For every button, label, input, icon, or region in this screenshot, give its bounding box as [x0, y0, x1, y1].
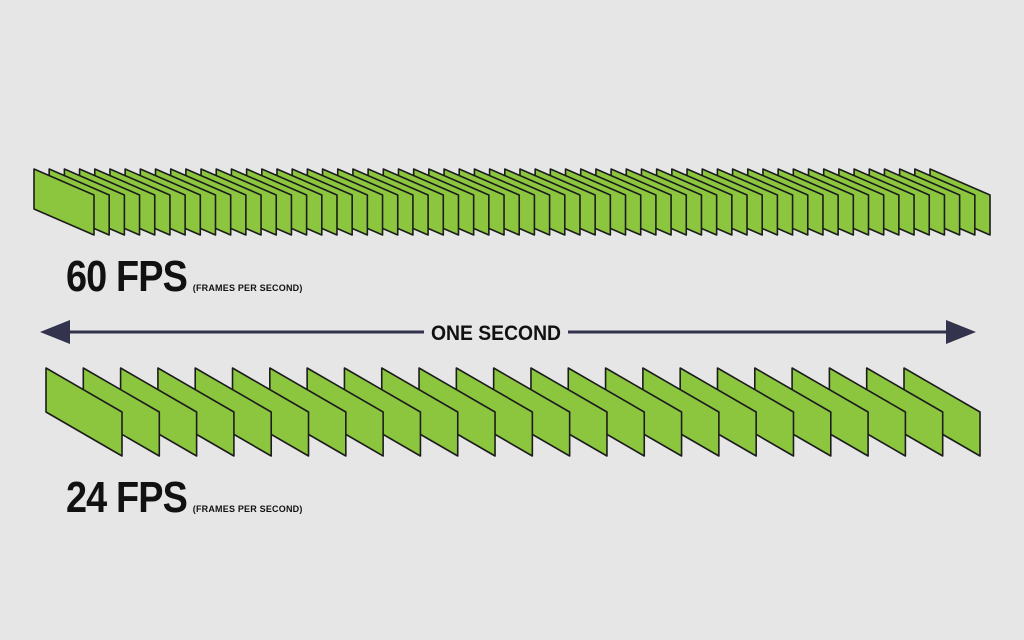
arrow-head-right-icon	[946, 320, 976, 344]
arrow-label: ONE SECOND	[431, 322, 561, 345]
frame-60fps	[33, 168, 95, 236]
frames-row-60fps	[33, 168, 991, 236]
label-24fps: 24 FPS (FRAMES PER SECOND)	[66, 473, 303, 523]
fps-title-60: 60 FPS	[66, 252, 188, 301]
fps-title-24: 24 FPS	[66, 473, 188, 522]
frame-24fps	[45, 367, 123, 457]
fps-subtitle-60: (FRAMES PER SECOND)	[192, 283, 303, 293]
frames-row-24fps	[45, 367, 981, 457]
fps-subtitle-24: (FRAMES PER SECOND)	[192, 504, 303, 514]
one-second-arrow: ONE SECOND	[40, 320, 976, 345]
arrow-head-left-icon	[40, 320, 70, 344]
label-60fps: 60 FPS (FRAMES PER SECOND)	[66, 252, 303, 302]
